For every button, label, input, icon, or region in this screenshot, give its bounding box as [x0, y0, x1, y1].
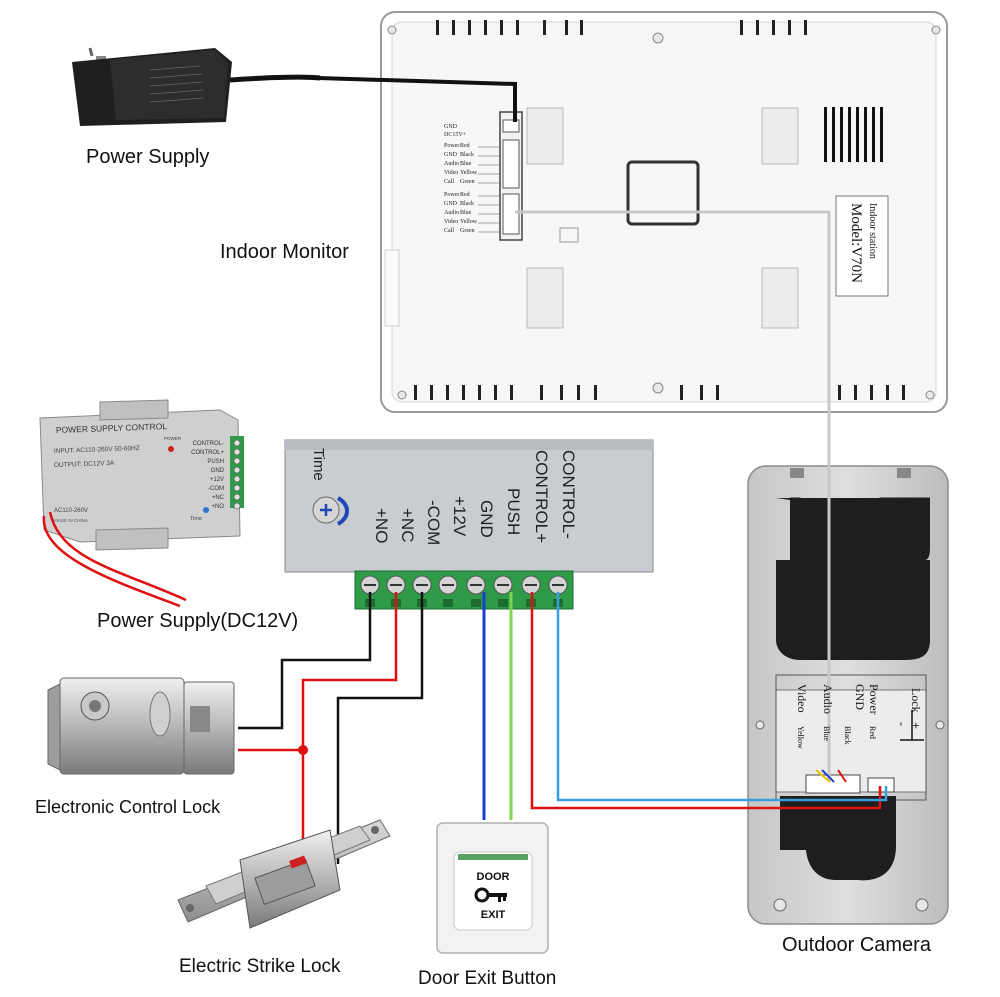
port3-label: GND	[444, 201, 458, 207]
exit-button-door-text: DOOR	[477, 871, 510, 883]
psu-big-terminal: -COM	[424, 500, 443, 545]
monitor-port-labels: GND DC15V+ Power GND Audio Video Call Re…	[444, 124, 478, 234]
camera-terminal-labels: Lock Power GND Audio Video	[795, 684, 923, 715]
psu-small-title: POWER SUPPLY CONTROL	[56, 421, 168, 435]
psu-big-terminal: +NO	[372, 508, 391, 543]
port2-color: Black	[460, 152, 474, 158]
wires	[238, 76, 888, 864]
power-supply-big	[284, 439, 654, 610]
outdoor-camera	[747, 465, 949, 925]
psu-small-terminal: CONTROL+	[191, 450, 224, 456]
caption-indoor-monitor: Indoor Monitor	[220, 241, 349, 263]
camera-terminal-color: Red	[868, 726, 877, 739]
psu-small-input: INPUT: AC110-260V 50-60HZ	[54, 445, 140, 455]
port2-label: Power	[444, 143, 459, 149]
port2-color: Green	[460, 179, 475, 185]
port2-label: Video	[444, 170, 458, 176]
psu-big-terminal: +NC	[398, 508, 417, 542]
camera-terminal: GND	[853, 684, 867, 710]
strike-icon	[177, 819, 391, 929]
key-icon	[474, 887, 507, 903]
exit-button-exit-text: EXIT	[481, 909, 506, 921]
caption-electric-strike-lock: Electric Strike Lock	[179, 956, 341, 977]
psu-big-terminal: CONTROL+	[532, 450, 551, 543]
psu-small-output: OUTPUT: DC12V 3A	[54, 460, 115, 469]
camera-terminal: Video	[795, 684, 809, 713]
camera-terminal-color: Black	[843, 726, 852, 745]
caption-door-exit-button: Door Exit Button	[418, 968, 557, 989]
psu-small-time: Time	[190, 516, 202, 522]
psu-big-terminal: PUSH	[504, 488, 523, 535]
port3-label: Power	[444, 192, 459, 198]
caption-outdoor-camera: Outdoor Camera	[782, 934, 931, 956]
camera-terminal-colors: Red Black Blue Yellow	[796, 726, 877, 749]
port3-color: Black	[460, 201, 474, 207]
psu-small-made: MADE IN CHINA	[54, 518, 88, 523]
caption-power-supply: Power Supply	[86, 146, 210, 168]
port3-color: Blue	[460, 210, 472, 216]
port2-label: GND	[444, 152, 458, 158]
caption-power-supply-dc12v: Power Supply(DC12V)	[97, 610, 299, 632]
port3-color: Red	[460, 192, 470, 198]
psu-big-terminal: CONTROL-	[559, 450, 578, 539]
monitor-connector-leads	[478, 146, 500, 233]
model-line2: Model:V70N	[848, 203, 864, 283]
psu-small-terminal: -COM	[208, 486, 224, 492]
door-exit-button[interactable]	[436, 822, 549, 954]
port2-color: Blue	[460, 161, 472, 167]
port2-label: Audio	[444, 161, 459, 167]
psu-small-terminal: +NO	[211, 504, 224, 510]
power-supply-control-box	[39, 399, 244, 608]
psu-big-terminal: +12V	[450, 496, 469, 537]
lock-icon	[47, 677, 235, 775]
camera-lock-minus: -	[895, 722, 909, 726]
psu-big-time: Time	[310, 448, 327, 481]
port2-color: Yellow	[460, 170, 478, 176]
adapter-icon	[72, 47, 321, 126]
psu-big-terminal: GND	[477, 500, 496, 538]
port1-gnd: GND	[444, 124, 458, 130]
psu-small-power: POWER	[164, 436, 182, 441]
camera-lock-plus: +	[909, 722, 923, 729]
psu-small-terminal-labels: CONTROL- CONTROL+ PUSH GND +12V -COM +NC…	[191, 441, 225, 510]
camera-terminal: Lock	[909, 688, 923, 713]
port3-label: Call	[444, 228, 454, 234]
port3-color: Yellow	[460, 219, 478, 225]
model-line1: Indoor station	[867, 203, 878, 259]
psu-big-terminal-labels: +NO +NC -COM +12V GND PUSH CONTROL+ CONT…	[372, 450, 578, 545]
port1-dc15v: DC15V+	[444, 132, 467, 138]
camera-terminal-color: Yellow	[796, 726, 805, 749]
caption-electronic-control-lock: Electronic Control Lock	[35, 797, 221, 817]
port2-label: Call	[444, 179, 454, 185]
psu-small-terminal: CONTROL-	[193, 441, 224, 447]
camera-terminal-color: Blue	[822, 726, 831, 742]
camera-terminal: Audio	[821, 684, 835, 714]
psu-small-terminal: GND	[211, 468, 225, 474]
port3-label: Audio	[444, 210, 459, 216]
camera-terminal: Power	[867, 684, 881, 715]
port3-color: Green	[460, 228, 475, 234]
port3-label: Video	[444, 219, 458, 225]
psu-small-terminal: PUSH	[207, 459, 224, 465]
psu-small-terminal: +12V	[210, 477, 224, 483]
psu-small-ac: AC110-260V	[54, 508, 88, 514]
port2-color: Red	[460, 143, 470, 149]
psu-small-terminal: +NC	[212, 495, 225, 501]
